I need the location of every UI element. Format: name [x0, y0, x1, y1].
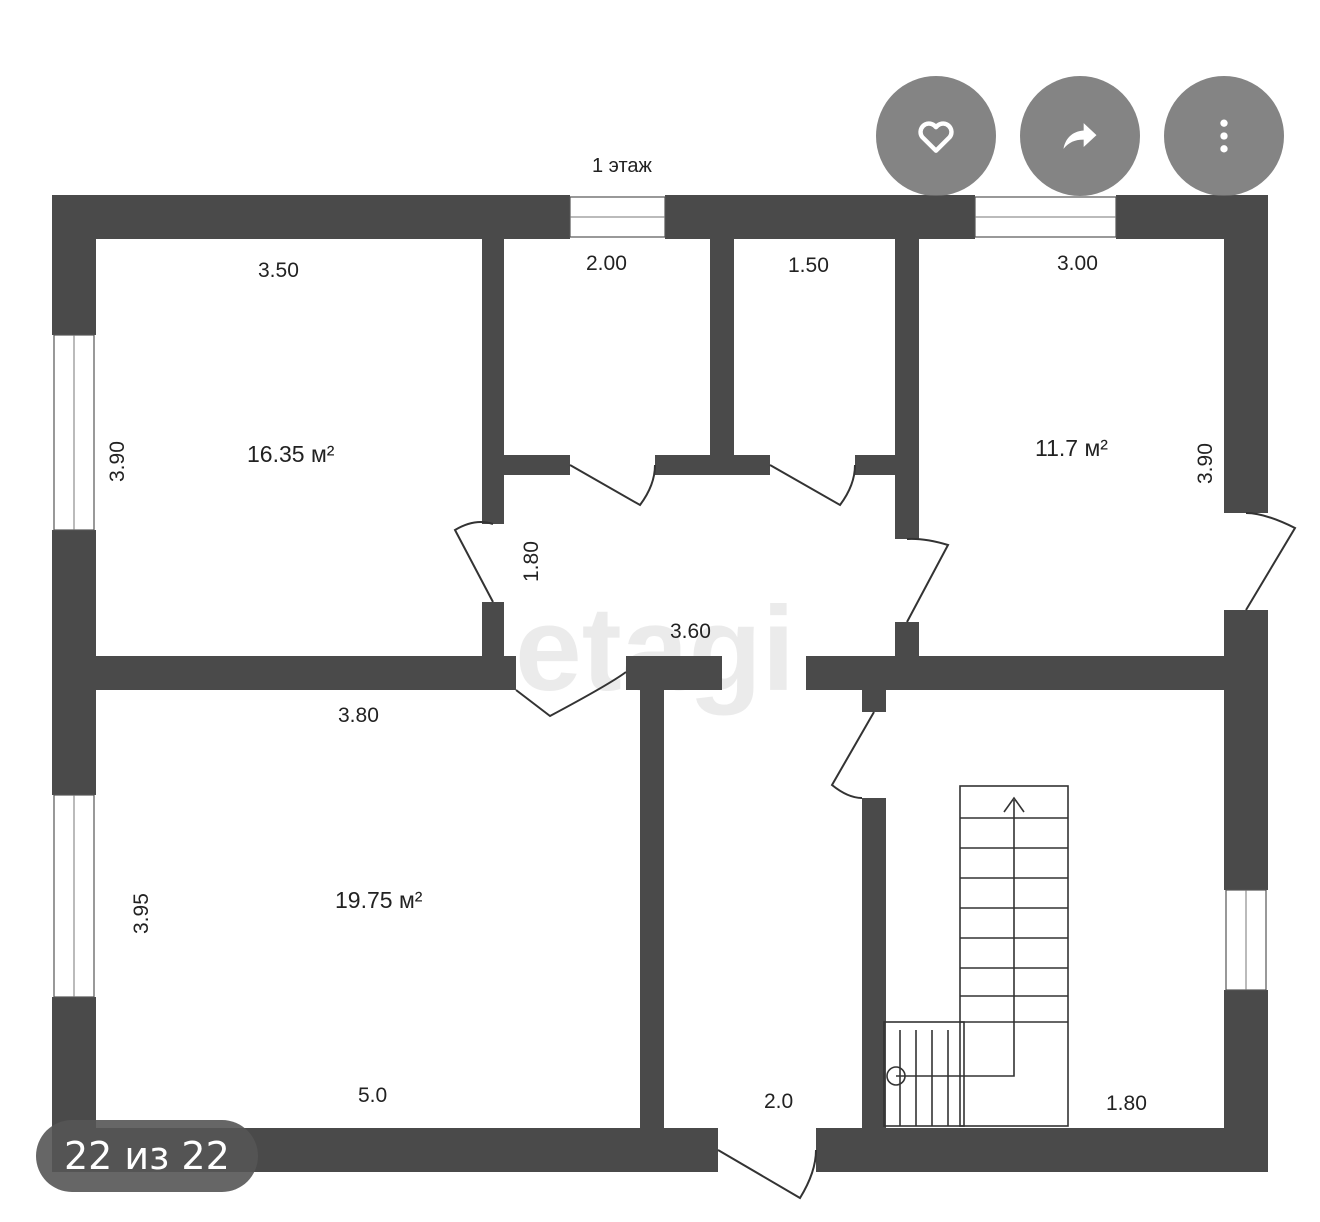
favorite-button[interactable] — [876, 76, 996, 196]
windows — [53, 196, 1267, 998]
dim-top-left-width: 3.50 — [258, 259, 299, 282]
doors — [453, 464, 1297, 1200]
dim-hall-height: 1.80 — [520, 541, 543, 582]
share-button[interactable] — [1020, 76, 1140, 196]
dim-bottom-left-height: 3.95 — [130, 893, 153, 934]
area-room-top-left: 16.35 м² — [247, 441, 335, 467]
dim-bottom-left-width: 5.0 — [358, 1084, 387, 1107]
staircase — [883, 785, 1069, 1127]
dim-top-small-2-width: 1.50 — [788, 254, 829, 277]
floor-label: 1 этаж — [592, 155, 653, 177]
dim-right-top-height: 3.90 — [1194, 443, 1217, 484]
dim-top-small-1-width: 2.00 — [586, 252, 627, 275]
more-vertical-icon — [1220, 119, 1228, 153]
dim-left-top-height: 3.90 — [106, 441, 129, 482]
image-counter: 22 из 22 — [36, 1120, 258, 1192]
share-arrow-icon — [1063, 123, 1097, 149]
area-room-top-right: 11.7 м² — [1035, 435, 1108, 461]
walls — [52, 195, 1268, 1172]
dim-bottom-left-top: 3.80 — [338, 704, 379, 727]
dim-stair-room-width: 1.80 — [1106, 1092, 1147, 1115]
dim-corridor-width: 2.0 — [764, 1090, 793, 1113]
area-room-bottom-left: 19.75 м² — [335, 887, 423, 913]
dim-hall-width: 3.60 — [670, 620, 711, 643]
dim-top-right-width: 3.00 — [1057, 252, 1098, 275]
more-options-button[interactable] — [1164, 76, 1284, 196]
heart-icon — [918, 121, 954, 153]
